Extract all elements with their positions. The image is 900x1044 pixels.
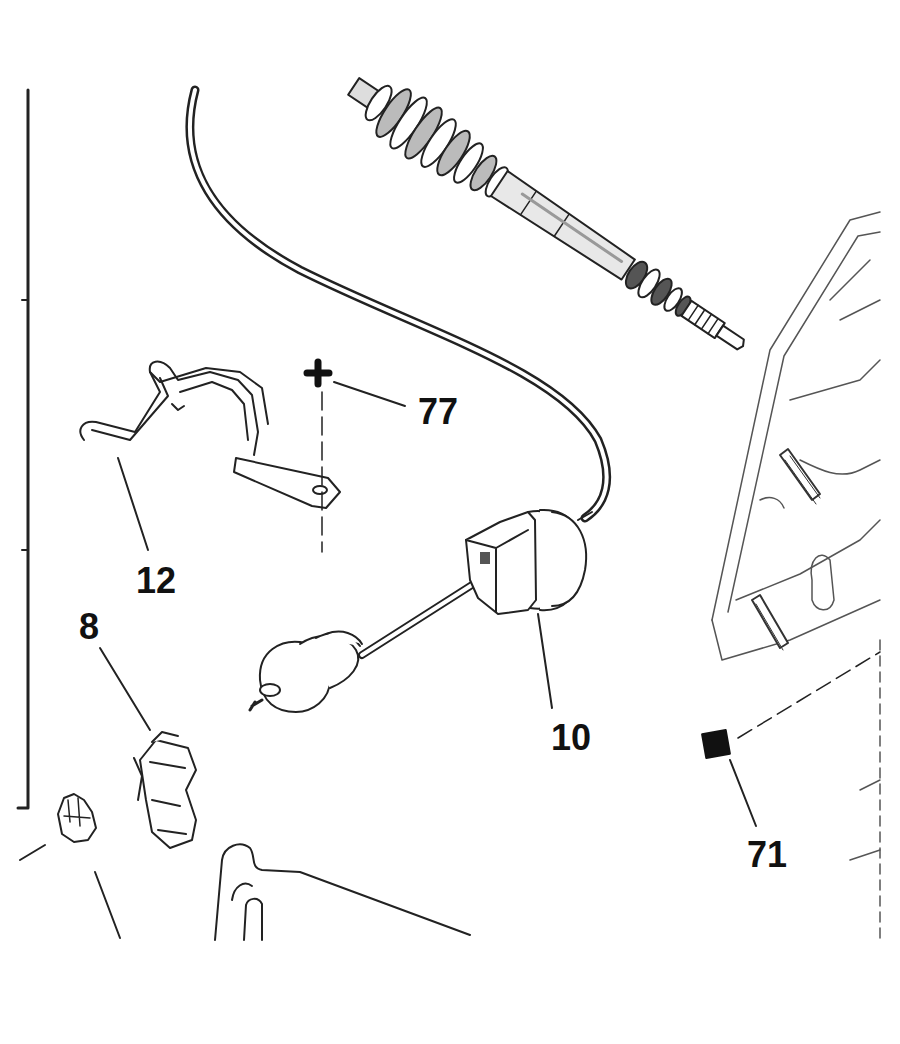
callout-number: 71	[745, 837, 789, 873]
callout-number: 12	[134, 563, 178, 599]
callout-number: 77	[416, 394, 460, 430]
callout-number: 8	[77, 609, 101, 645]
callout-number: 10	[549, 720, 593, 756]
